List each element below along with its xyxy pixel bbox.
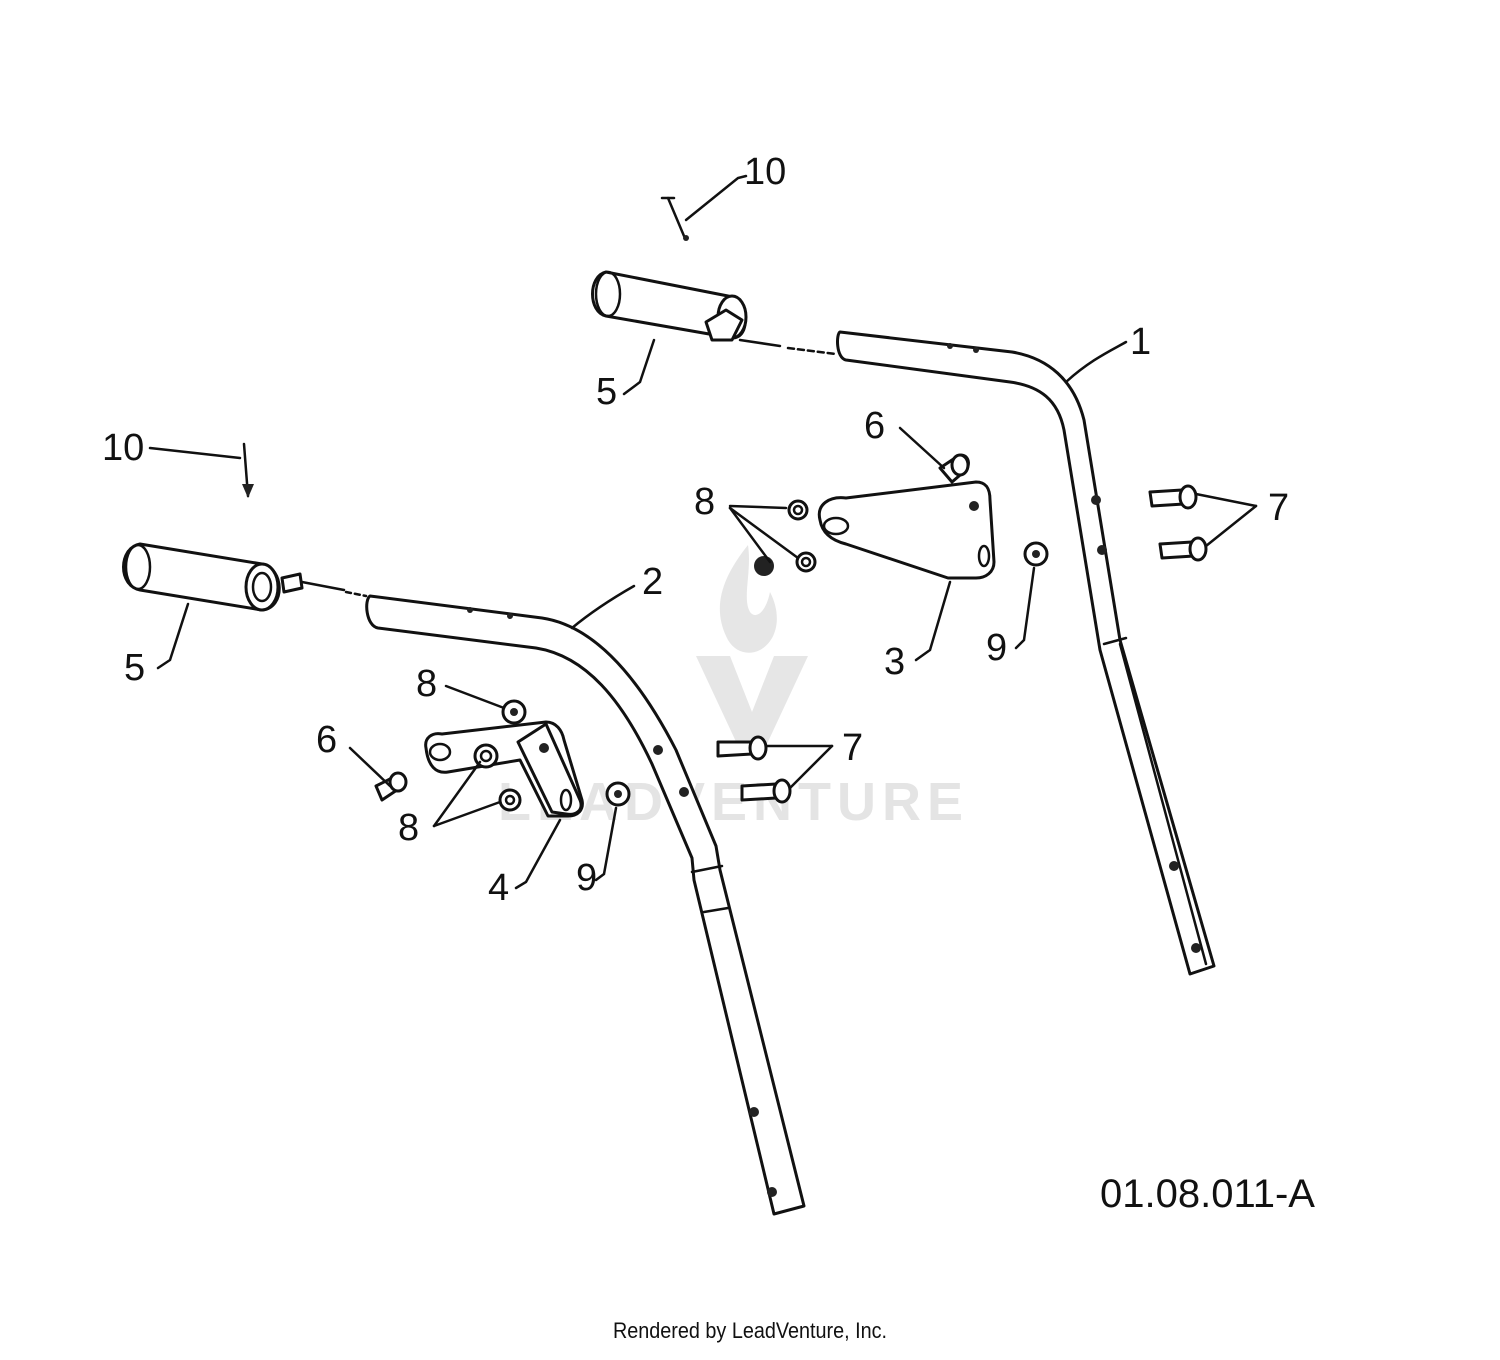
lower-handle-tube [365,594,806,1216]
callout-lower-grip: 5 [124,647,145,689]
flame-icon [719,545,777,653]
callout-upper-carriage-bolt: 6 [864,405,885,447]
upper-cable-end [660,196,689,241]
upper-hand-grip [591,270,838,356]
lower-hand-grip [122,542,368,612]
upper-hex-bolts [1148,484,1208,562]
callout-upper-handle: 1 [1130,321,1151,363]
lower-nuts [473,699,527,812]
callout-lower-handle: 2 [642,561,663,603]
lower-carriage-bolt [374,771,408,802]
callout-upper-cable: 10 [744,151,786,193]
callout-lower-washer: 9 [576,857,597,899]
callout-lower-nuts: 8 [398,807,419,849]
callout-lower-bracket: 4 [488,867,509,909]
callout-upper-washer: 9 [986,627,1007,669]
upper-washer [1023,541,1049,567]
callout-numbers: 10 1 5 6 8 3 9 7 10 2 5 8 6 8 4 9 7 [102,151,1289,909]
upper-handle-tube [836,330,1216,976]
callout-lower-hex-bolts: 7 [842,727,863,769]
leader-lines [148,174,1258,890]
v-logo-icon [696,656,808,746]
upper-nuts [754,499,817,576]
lower-hex-bolts [716,735,792,804]
drawing-number: 01.08.011-A [1100,1172,1315,1216]
upper-carriage-bolt [938,453,970,484]
lower-washer [605,781,631,807]
callout-lower-carriage-bolt: 6 [316,719,337,761]
callout-upper-hex-bolts: 7 [1268,487,1289,529]
lower-cable-end [242,442,254,498]
callout-lower-cable: 10 [102,427,144,469]
render-credit: Rendered by LeadVenture, Inc. [612,1318,888,1343]
callout-upper-nuts: 8 [694,481,715,523]
callout-upper-grip: 5 [596,371,617,413]
callout-upper-bracket: 3 [884,641,905,683]
upper-mounting-bracket [817,480,996,580]
callout-lower-top-nut: 8 [416,663,437,705]
lower-mounting-bracket [424,720,584,818]
